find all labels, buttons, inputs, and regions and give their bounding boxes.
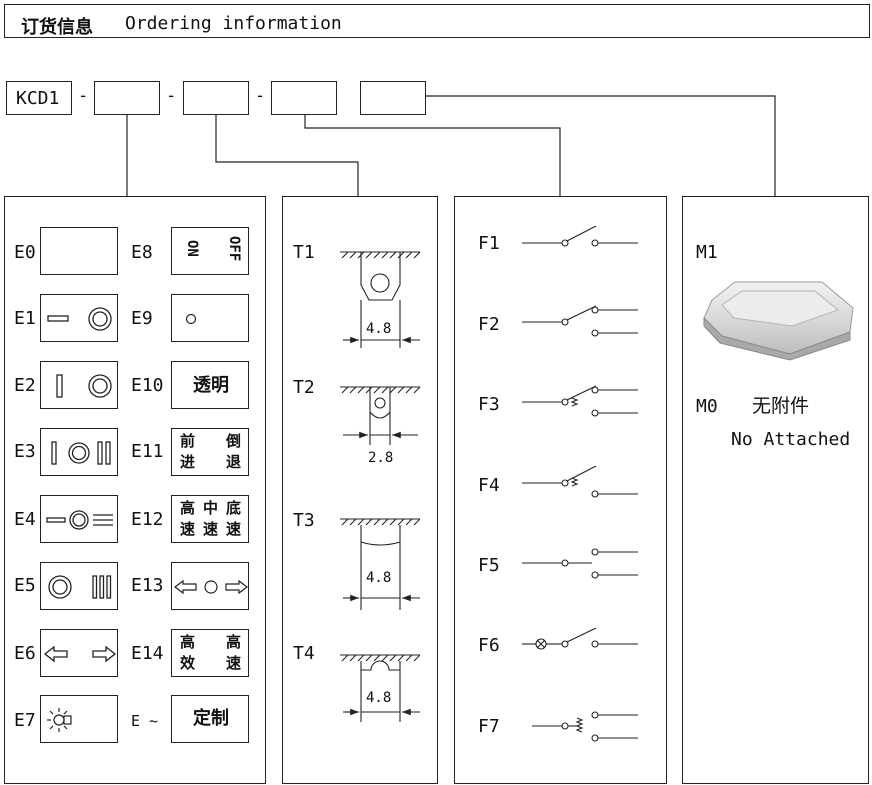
e14-char-2: 高	[226, 633, 242, 651]
e12-char-4: 速	[180, 520, 196, 538]
e4-line-circle-lines-icon	[40, 495, 118, 543]
panel-m	[682, 196, 869, 784]
m0-en-text: No Attached	[731, 429, 851, 450]
code-slot-e[interactable]	[94, 81, 160, 115]
title-en: Ordering information	[125, 13, 342, 34]
e-custom-label: E ~	[131, 712, 159, 730]
f5-label: F5	[478, 555, 500, 576]
separator-1: -	[78, 86, 89, 106]
e14-efficiency-icon: 高 高 效 速	[171, 629, 249, 677]
e2-label: E2	[14, 375, 36, 396]
e12-char-6: 速	[226, 520, 242, 538]
e1-label: E1	[14, 308, 36, 329]
t1-dimension: 4.8	[366, 321, 392, 337]
m0-cn-text: 无附件	[752, 395, 810, 417]
f6-label: F6	[478, 635, 500, 656]
e10-transparent-icon: 透明	[171, 361, 249, 409]
e6-arrows-icon	[40, 629, 118, 677]
t1-label: T1	[293, 242, 315, 263]
t2-label: T2	[293, 377, 315, 398]
f1-label: F1	[478, 233, 500, 254]
t4-label: T4	[293, 643, 315, 664]
f4-label: F4	[478, 475, 500, 496]
t2-dimension: 2.8	[368, 450, 394, 466]
panel-t	[282, 196, 438, 784]
e0-blank-icon	[40, 227, 118, 275]
e11-char-3: 进	[180, 453, 196, 471]
e4-label: E4	[14, 509, 36, 530]
e1-line-circle-icon	[40, 294, 118, 342]
e-custom-icon: 定制	[171, 695, 249, 743]
e3-bar-circle-bars-icon	[40, 428, 118, 476]
e9-label: E9	[131, 308, 153, 329]
t3-dimension: 4.8	[366, 570, 392, 586]
e11-char-2: 倒	[226, 432, 242, 450]
e14-char-1: 高	[180, 633, 196, 651]
e-custom-text: 定制	[193, 708, 229, 729]
e12-label: E12	[131, 509, 164, 530]
e5-circle-bars-icon	[40, 562, 118, 610]
code-slot-f[interactable]	[271, 81, 337, 115]
model-prefix: KCD1	[16, 88, 60, 109]
f2-label: F2	[478, 314, 500, 335]
title-cn: 订货信息	[21, 17, 93, 38]
code-slot-m[interactable]	[360, 81, 426, 115]
e13-label: E13	[131, 575, 164, 596]
e11-forward-reverse-icon: 前 倒 进 退	[171, 428, 249, 476]
f3-label: F3	[478, 394, 500, 415]
e7-label: E7	[14, 710, 36, 731]
e2-bar-circle-icon	[40, 361, 118, 409]
e13-arrows-circle-icon	[171, 562, 249, 610]
e8-on-text: ON	[184, 240, 200, 257]
t3-label: T3	[293, 510, 315, 531]
title-bar: 订货信息 Ordering information	[4, 4, 870, 38]
m0-label: M0	[696, 396, 718, 417]
e6-label: E6	[14, 643, 36, 664]
e11-label: E11	[131, 441, 164, 462]
code-slot-t[interactable]	[183, 81, 249, 115]
e9-small-circle-icon	[171, 294, 249, 342]
separator-3: -	[255, 86, 266, 106]
separator-2: -	[166, 86, 177, 106]
e14-char-4: 速	[226, 654, 242, 672]
t4-dimension: 4.8	[366, 690, 392, 706]
e11-char-4: 退	[226, 453, 242, 471]
e10-text: 透明	[193, 375, 229, 396]
e14-label: E14	[131, 643, 164, 664]
e12-speed-icon: 高 中 底 速 速 速	[171, 495, 249, 543]
f7-label: F7	[478, 716, 500, 737]
e11-char-1: 前	[180, 432, 196, 450]
panel-e	[4, 196, 266, 784]
e14-char-3: 效	[180, 654, 196, 672]
m1-label: M1	[696, 242, 718, 263]
e3-label: E3	[14, 441, 36, 462]
e12-char-5: 速	[203, 520, 219, 538]
e12-char-2: 中	[203, 499, 219, 517]
e8-on-off-icon: ON OFF	[171, 227, 249, 275]
model-prefix-box: KCD1	[6, 81, 72, 115]
e0-label: E0	[14, 242, 36, 263]
e5-label: E5	[14, 575, 36, 596]
e8-label: E8	[131, 242, 153, 263]
e10-label: E10	[131, 375, 164, 396]
e12-char-3: 底	[226, 499, 242, 517]
e7-lamp-icon	[40, 695, 118, 743]
e12-char-1: 高	[180, 499, 196, 517]
panel-f	[454, 196, 667, 784]
e8-off-text: OFF	[226, 236, 242, 262]
